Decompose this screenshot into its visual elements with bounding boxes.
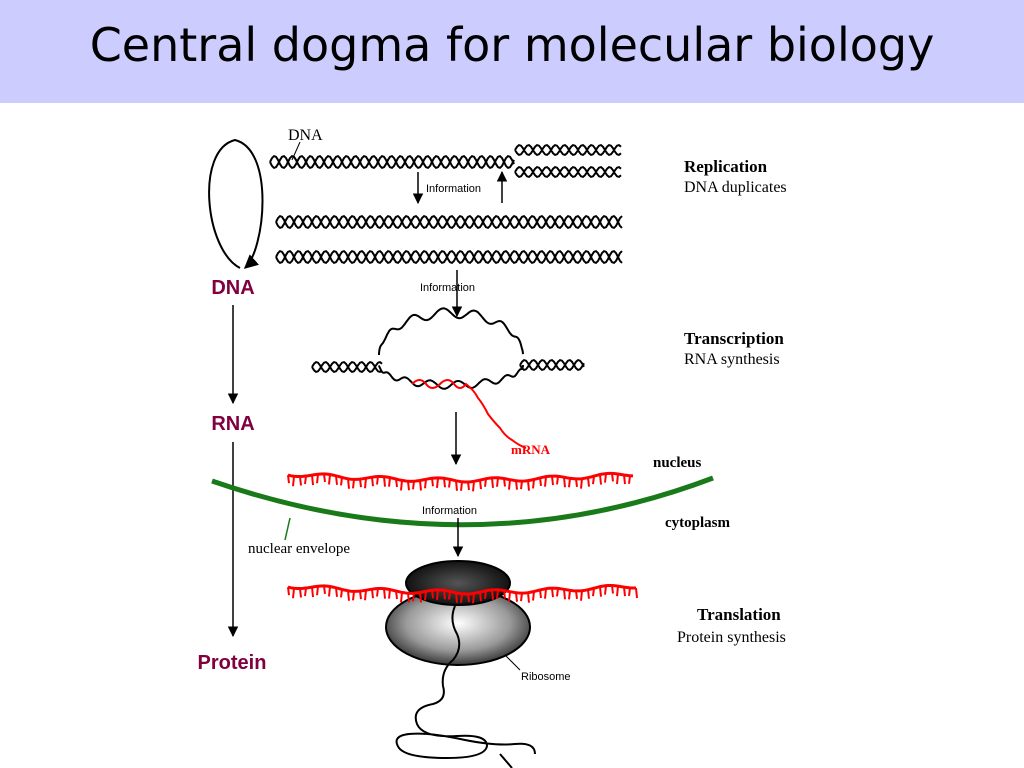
mrna-label: mRNA: [511, 442, 551, 457]
nucleus-label: nucleus: [653, 455, 702, 471]
mrna-strand-synthesizing: [411, 379, 527, 449]
polypeptide-chain: [395, 605, 536, 768]
ribosome-label: Ribosome: [521, 671, 571, 683]
replication-subtitle: DNA duplicates: [684, 179, 787, 196]
parent-dna-helix: [269, 154, 515, 170]
page-title: Central dogma for molecular biology: [89, 18, 935, 72]
central-dogma-diagram: DNA RNA Protein DNA Information Replicat…: [198, 127, 787, 768]
daughter-dna-helix-2: [275, 249, 623, 265]
information-label-3: Information: [422, 505, 477, 517]
daughter-dna-helix-1: [275, 214, 623, 230]
transcription-bubble: [311, 307, 585, 390]
title-band: [0, 0, 1024, 103]
translation-subtitle: Protein synthesis: [677, 629, 786, 646]
replication-title: Replication: [684, 157, 768, 176]
side-rna-label: RNA: [211, 413, 254, 435]
information-label-1: Information: [426, 183, 481, 195]
ribosome-pointer: [504, 654, 521, 671]
nuclear-envelope-membrane: [211, 475, 714, 528]
dna-top-label: DNA: [288, 127, 323, 144]
nuclear-envelope-pointer: [284, 517, 291, 541]
replication-loop-arrow: [208, 138, 264, 269]
cytoplasm-label: cytoplasm: [665, 515, 731, 531]
nuclear-envelope-label: nuclear envelope: [248, 541, 350, 557]
side-protein-label: Protein: [198, 652, 267, 674]
side-dna-label: DNA: [211, 277, 254, 299]
transcription-title: Transcription: [684, 329, 784, 348]
translation-title: Translation: [697, 605, 781, 624]
information-label-2: Information: [420, 282, 475, 294]
ribosome-small-subunit: [405, 560, 511, 606]
mrna-strand-nucleus: [287, 471, 634, 492]
unwinding-fork: [514, 143, 622, 179]
mrna-strand-cytoplasm: [287, 584, 638, 604]
transcription-subtitle: RNA synthesis: [684, 351, 780, 368]
